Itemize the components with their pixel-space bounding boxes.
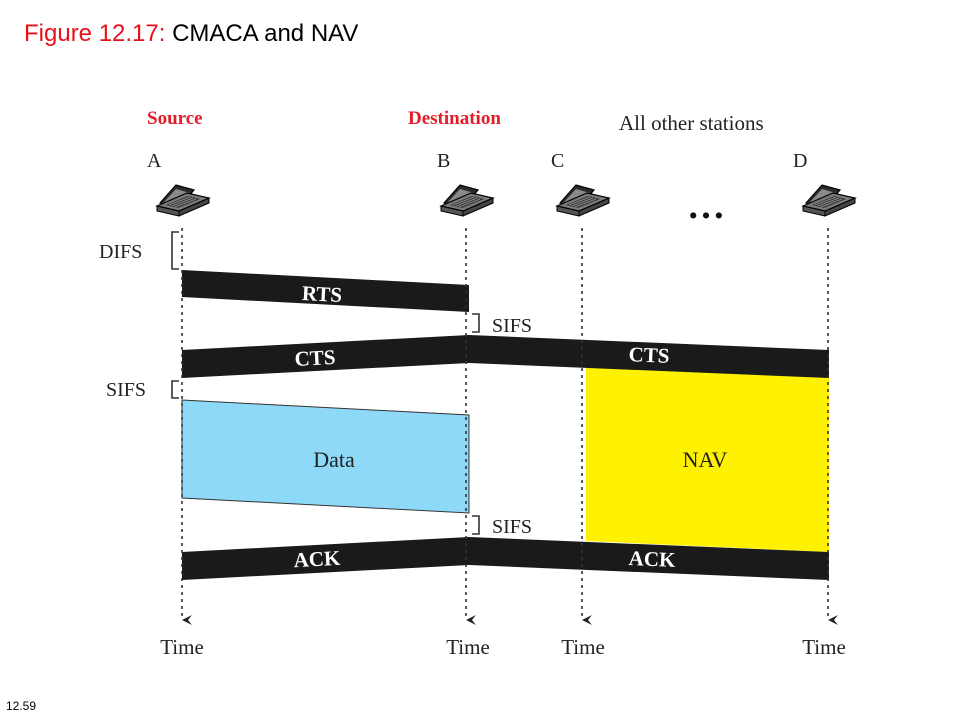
ack-frame-others xyxy=(469,537,829,580)
sifs-bracket-2 xyxy=(171,380,179,399)
rts-label: RTS xyxy=(301,281,342,307)
sifs-label-1: SIFS xyxy=(492,315,532,337)
laptop-c-icon xyxy=(556,184,610,217)
sifs-label-2: SIFS xyxy=(106,379,146,401)
ack-label-others: ACK xyxy=(628,546,676,572)
destination-role-label: Destination xyxy=(408,108,501,129)
sifs-bracket-3 xyxy=(472,515,480,535)
time-label-d: Time xyxy=(802,635,846,659)
station-c-label: C xyxy=(551,150,564,172)
laptop-a-icon xyxy=(156,184,210,217)
ack-frame-source xyxy=(182,537,469,580)
sifs-bracket-1 xyxy=(472,313,480,333)
slide-number: 12.59 xyxy=(6,699,37,713)
source-role-label: Source xyxy=(147,108,203,129)
time-label-b: Time xyxy=(446,635,490,659)
data-frame-label: Data xyxy=(313,447,355,472)
figure-title: CMACA and NAV xyxy=(172,20,359,47)
nav-label: NAV xyxy=(683,447,728,472)
laptop-d-icon xyxy=(802,184,856,217)
ack-label-source: ACK xyxy=(293,546,342,572)
station-b-label: B xyxy=(437,150,450,172)
difs-bracket xyxy=(171,231,179,270)
slide-title: Figure 12.17: CMACA and NAV xyxy=(24,20,358,48)
other-stations-label: All other stations xyxy=(619,111,764,135)
cts-label-others: CTS xyxy=(628,342,670,368)
nav-region xyxy=(586,366,829,552)
data-frame xyxy=(181,399,470,514)
difs-label: DIFS xyxy=(99,241,142,263)
station-d-label: D xyxy=(793,150,807,172)
cts-label-source: CTS xyxy=(294,345,336,371)
figure-label: Figure 12.17: xyxy=(24,20,166,47)
laptop-b-icon xyxy=(440,184,494,217)
ellipsis-more-stations: … xyxy=(687,185,725,227)
time-label-a: Time xyxy=(160,635,204,659)
cts-frame-source xyxy=(182,335,469,378)
time-label-c: Time xyxy=(561,635,605,659)
rts-frame xyxy=(182,270,469,312)
station-a-label: A xyxy=(147,150,162,172)
sifs-label-3: SIFS xyxy=(492,516,532,538)
cts-frame-others xyxy=(469,335,829,378)
